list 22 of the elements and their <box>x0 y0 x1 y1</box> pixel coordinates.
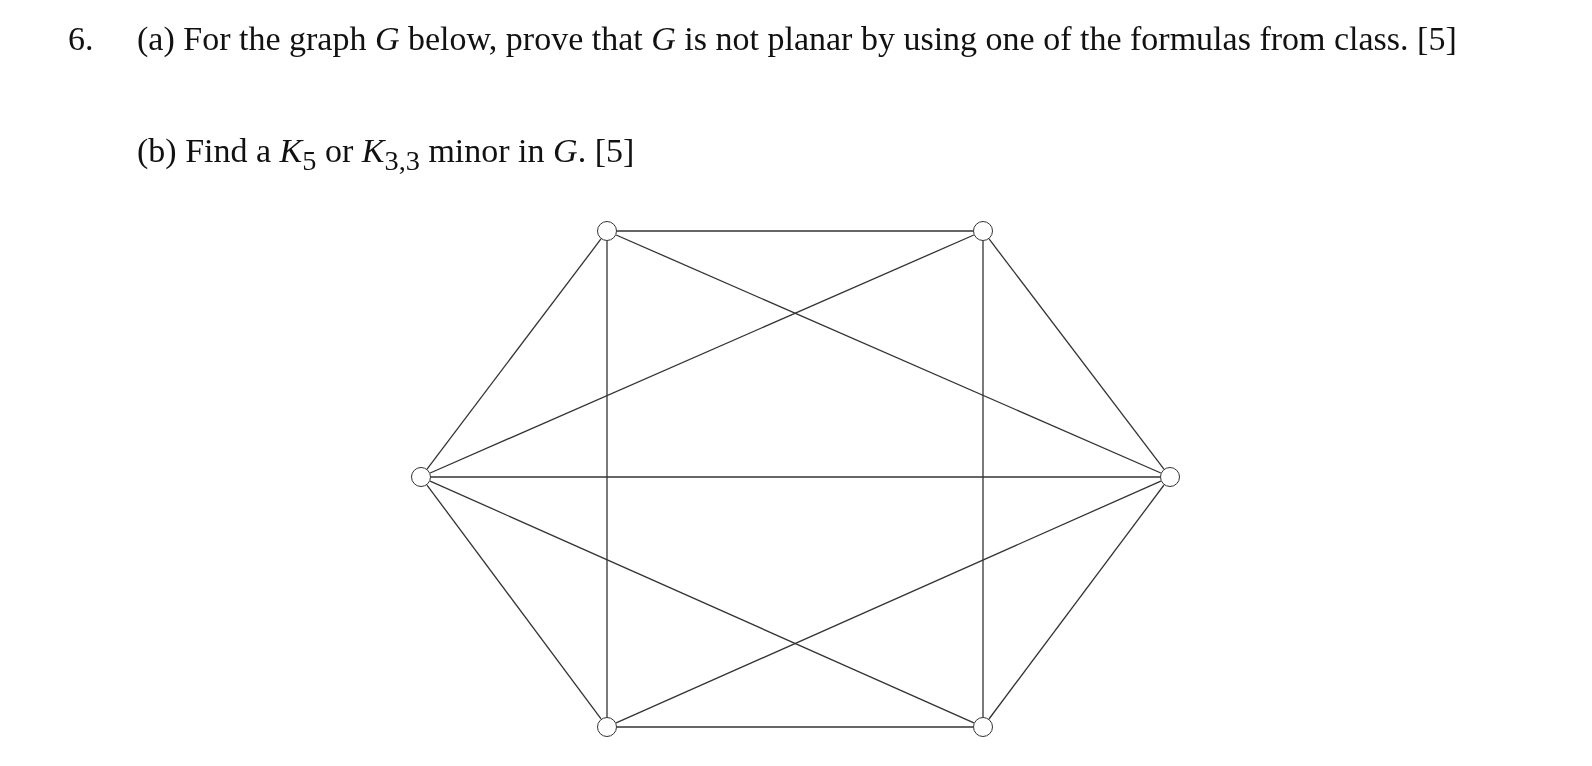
graph-vertex <box>411 467 431 487</box>
graph-vertex <box>1160 467 1180 487</box>
question-number: 6. <box>68 19 95 59</box>
graph-edge <box>426 238 602 470</box>
graph-edge <box>429 234 975 474</box>
graph-edge <box>988 484 1165 720</box>
graph-edge <box>426 484 602 720</box>
question-text: (b) Find a K$_{5}$ or K$_{3,3}$ minor in G. [5] <box>137 131 636 178</box>
graph-edge <box>615 480 1162 724</box>
graph-edge <box>988 238 1165 470</box>
graph-edge <box>606 240 608 718</box>
graph-edge <box>430 476 1161 478</box>
question-text: (a) For the graph G below, prove that G is not planar by using one of the formulas from class. [5] <box>137 19 1458 59</box>
graph-edge <box>616 726 974 728</box>
graph-vertex <box>597 717 617 737</box>
graph-edge <box>616 230 974 232</box>
graph-edge <box>429 480 975 724</box>
graph-edge <box>615 234 1162 474</box>
graph-vertex <box>597 221 617 241</box>
graph-edge <box>982 240 984 718</box>
graph-vertex <box>973 717 993 737</box>
graph-vertex <box>973 221 993 241</box>
